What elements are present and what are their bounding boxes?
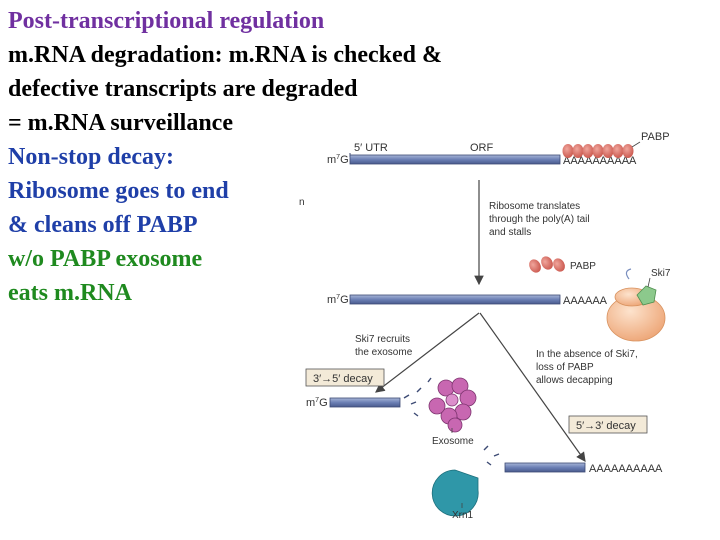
text-line-1: m.RNA degradation: m.RNA is checked &	[8, 42, 442, 68]
figure-edge-char: n	[299, 197, 305, 208]
utr-label: 5′ UTR	[354, 142, 388, 154]
xrn1-branch: 5′→3′ decay AAAAAAAAAA Xrn1	[431, 415, 663, 521]
mrna-bar-3	[329, 397, 401, 408]
cap-label-1: m7G	[327, 154, 349, 166]
decapped-fragments	[483, 445, 500, 466]
pabp-protein	[602, 144, 614, 158]
pabp-protein	[582, 144, 594, 158]
mrna-bar-2	[349, 294, 561, 305]
pabp-chain	[562, 144, 634, 158]
ribosome-note: Ribosome translates through the poly(A) …	[489, 201, 592, 238]
exosome-branch: 3′→5′ decay m7G Exosome	[305, 368, 477, 447]
released-pabp	[529, 256, 565, 273]
pabp-protein	[612, 144, 624, 158]
text-line-2: defective transcripts are degraded	[8, 76, 358, 102]
mrna-bar-4	[504, 462, 586, 473]
mrna-row-1: 5′ UTR ORF m7G AAAAAAAAAA PABP	[327, 131, 670, 167]
text-line-7: w/o PABP exosome	[8, 246, 203, 272]
pabp-pointer-1	[631, 141, 641, 148]
pabp-label-2: PABP	[570, 261, 596, 272]
decay-53-box	[568, 415, 648, 434]
slide-title: Post-transcriptional regulation	[8, 8, 325, 34]
pabp-protein	[622, 144, 634, 158]
decay-53-label: 5′→3′ decay	[576, 420, 636, 432]
polya-tail-2: AAAAAA	[563, 295, 608, 307]
pabp-protein	[529, 259, 541, 273]
xrn1-enzyme	[431, 469, 479, 517]
ski7-protein	[636, 285, 657, 306]
ski7-label: Ski7	[651, 268, 671, 279]
text-line-5: Ribosome goes to end	[8, 178, 229, 204]
cap-label-2: m7G	[327, 294, 349, 306]
branch-arrow-xrn1	[479, 312, 586, 462]
mrna-row-2: PABP m7G AAAAAA Ski7	[327, 256, 671, 342]
heading-nonstop: Non-stop decay:	[8, 144, 174, 170]
exosome-label: Exosome	[432, 436, 474, 447]
nucleotide-fragments	[403, 377, 432, 417]
exosome-complex	[428, 377, 477, 433]
polya-tail-1: AAAAAAAAAA	[563, 155, 637, 167]
decay-35-box	[305, 368, 385, 387]
branch-arrow-exosome	[375, 312, 480, 393]
absence-note: In the absence of Ski7, loss of PABP all…	[536, 349, 641, 386]
ski7-recruit-note: Ski7 recruits the exosome	[355, 334, 413, 358]
xrn1-label: Xrn1	[452, 510, 474, 521]
pabp-protein	[553, 258, 565, 272]
mrna-bar-1	[349, 154, 561, 165]
text-line-6: & cleans off PABP	[8, 212, 198, 238]
orf-label: ORF	[470, 142, 494, 154]
pabp-protein	[592, 144, 604, 158]
cap-label-3: m7G	[306, 397, 328, 409]
ski7-tether	[625, 268, 632, 280]
ski7-pointer	[647, 277, 651, 288]
pabp-protein	[572, 144, 584, 158]
pabp-protein	[541, 256, 553, 270]
decay-35-label: 3′→5′ decay	[313, 373, 373, 385]
text-line-3: = m.RNA surveillance	[8, 110, 233, 136]
text-line-8: eats m.RNA	[8, 280, 132, 306]
pabp-protein	[562, 144, 574, 158]
pabp-label-1: PABP	[641, 131, 670, 143]
polya-tail-3: AAAAAAAAAA	[589, 463, 663, 475]
